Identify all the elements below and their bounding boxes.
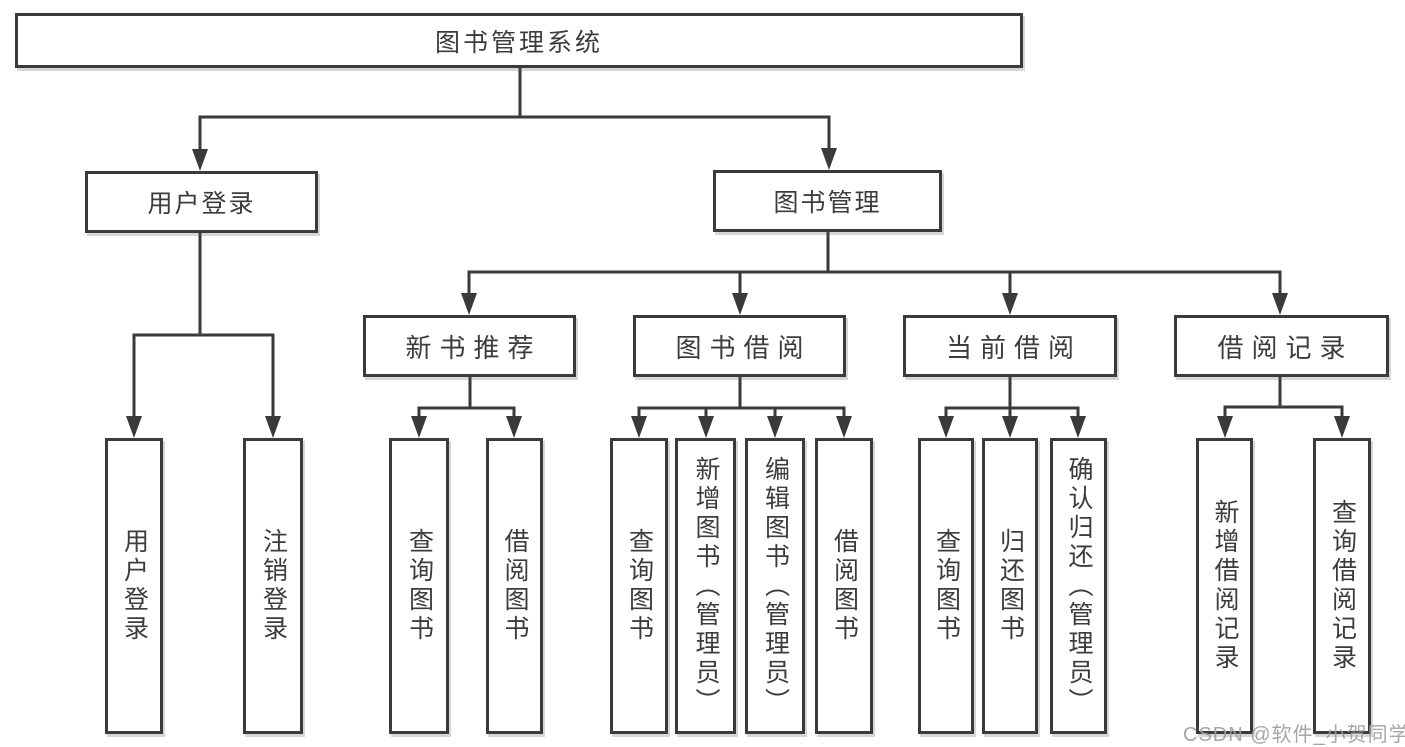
node-book-borrowing: 图书借阅 (633, 315, 846, 377)
node-label: 用户登录 (147, 190, 256, 218)
leaf-query-books-current: 查询图书 (918, 438, 974, 734)
leaf-label: 注销登录 (259, 528, 288, 644)
leaf-user-login: 用户登录 (105, 438, 163, 734)
leaf-label: 用户登录 (120, 528, 149, 644)
leaf-confirm-return-admin: 确认归还（管理员） (1050, 438, 1107, 734)
node-label: 图书管理系统 (434, 28, 603, 57)
leaf-label: 确认归还（管理员） (1065, 455, 1093, 717)
leaf-borrow-books-recommend: 借阅图书 (486, 438, 543, 734)
node-library-management-system: 图书管理系统 (15, 13, 1023, 68)
leaf-logout: 注销登录 (243, 438, 303, 734)
leaf-label: 查询图书 (932, 528, 961, 644)
node-current-borrowing: 当前借阅 (903, 315, 1117, 377)
leaf-edit-books-admin: 编辑图书（管理员） (745, 438, 805, 734)
leaf-add-books-admin: 新增图书（管理员） (675, 438, 736, 734)
node-book-management: 图书管理 (713, 170, 942, 232)
node-label: 新书推荐 (405, 332, 542, 363)
node-user-login: 用户登录 (85, 171, 318, 233)
leaf-query-books-recommend: 查询图书 (389, 438, 449, 734)
leaf-label: 查询图书 (405, 528, 434, 644)
leaf-label: 借阅图书 (501, 528, 529, 644)
node-new-book-recommend: 新书推荐 (363, 315, 576, 377)
leaf-query-borrow-record: 查询借阅记录 (1313, 438, 1371, 734)
leaf-label: 查询借阅记录 (1328, 499, 1357, 673)
leaf-label: 归还图书 (996, 528, 1025, 644)
csdn-watermark: CSDN @软件_小贺同学 (1183, 724, 1405, 746)
node-label: 当前借阅 (945, 332, 1082, 363)
leaf-label: 新增图书（管理员） (692, 455, 720, 717)
leaf-label: 新增借阅记录 (1211, 499, 1239, 673)
node-label: 借阅记录 (1217, 332, 1354, 363)
node-label: 图书管理 (773, 189, 882, 217)
leaf-label: 编辑图书（管理员） (761, 455, 790, 717)
node-label: 图书借阅 (675, 332, 812, 363)
leaf-label: 借阅图书 (830, 528, 859, 644)
node-borrowing-records: 借阅记录 (1174, 315, 1389, 377)
leaf-add-borrow-record: 新增借阅记录 (1196, 438, 1253, 734)
leaf-return-books: 归还图书 (982, 438, 1038, 734)
leaf-query-books-borrow: 查询图书 (610, 438, 668, 734)
leaf-label: 查询图书 (625, 528, 654, 644)
leaf-borrow-books: 借阅图书 (815, 438, 873, 734)
